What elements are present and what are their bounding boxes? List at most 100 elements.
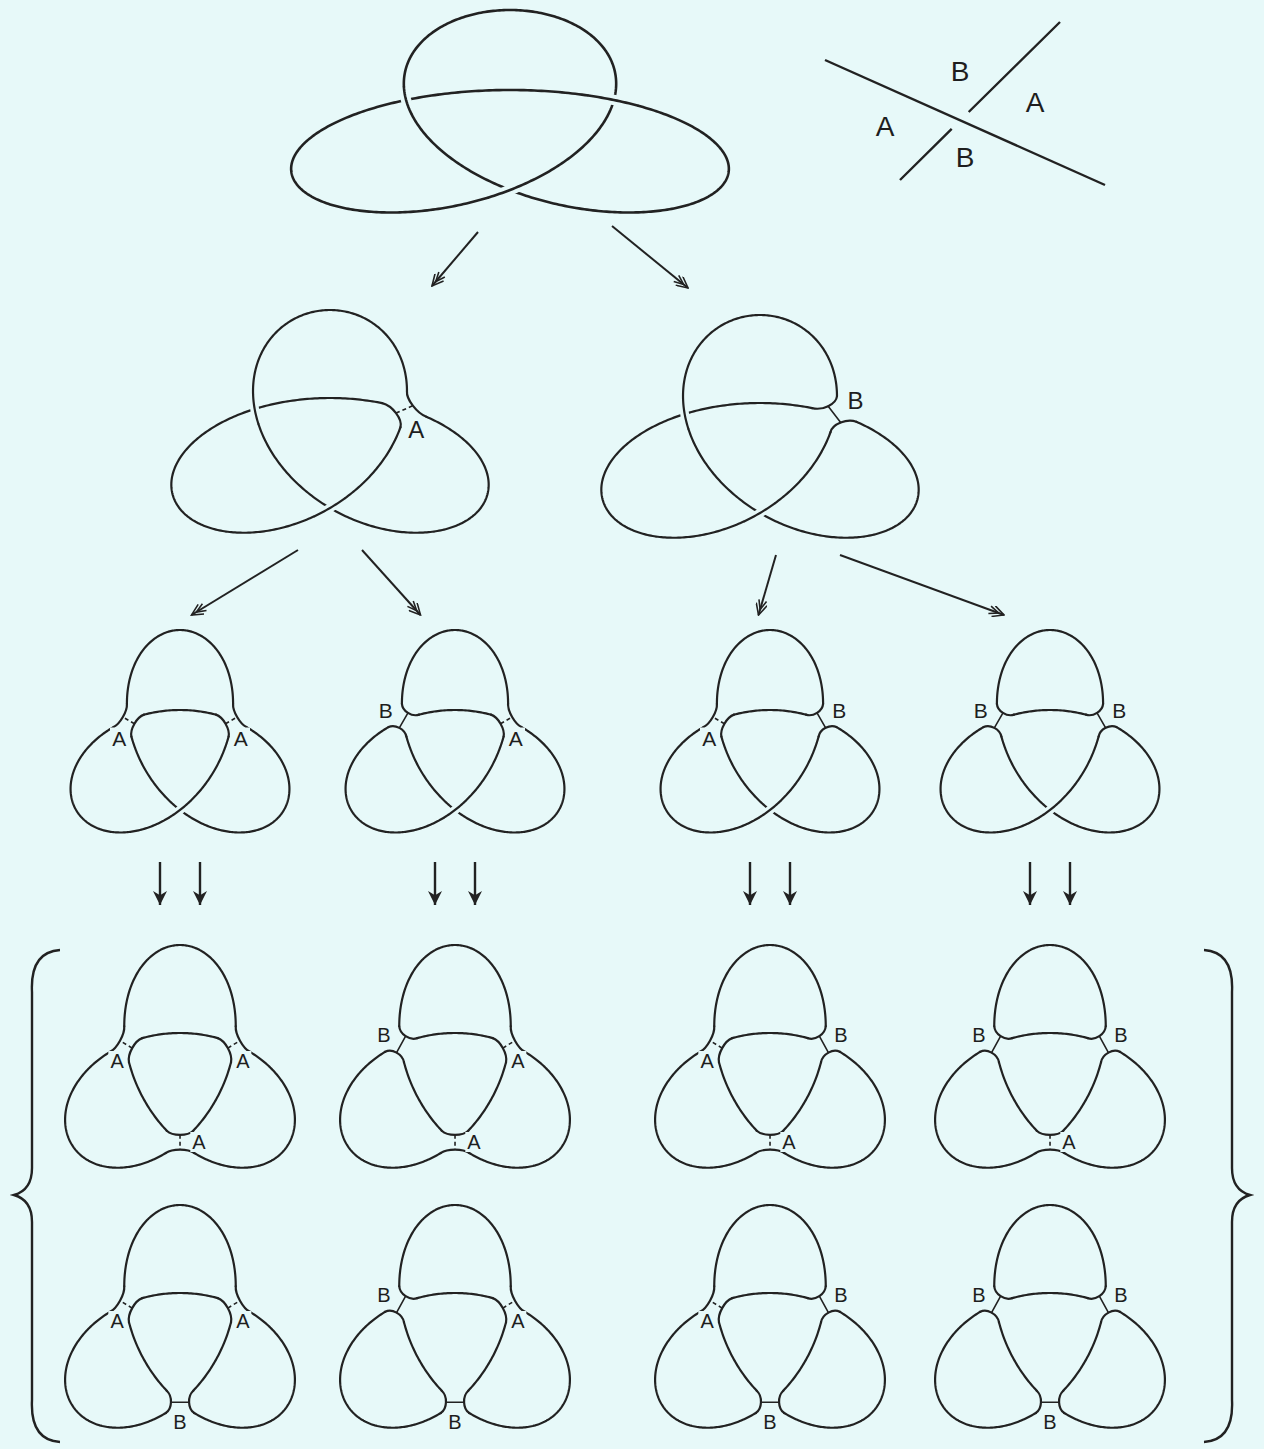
splice-marker [713,717,725,724]
smoothing-arc [511,1026,525,1052]
smoothing-arc [399,1026,417,1038]
crossing-gap [253,395,258,424]
state-diagram: BBA [930,935,1170,1175]
smoothing-arc [808,1286,826,1298]
smoothing-arc [980,1051,999,1062]
crossing-gap [315,498,345,516]
knot-strand [455,1033,493,1038]
smoothing-label: A [108,1051,125,1071]
knot-strand [1063,1062,1101,1131]
expansion-arrow [789,862,791,905]
knot-strand [469,1312,570,1428]
expansion-arrow [362,550,421,615]
smoothing-arc [110,1026,124,1052]
knot-strand [180,1033,218,1038]
splice-marker [120,1301,132,1308]
knot-strand [340,1312,441,1428]
knot-strand [721,727,879,832]
smoothing-arc [819,726,837,736]
smoothing-arc [511,1286,525,1312]
crossing-gap [745,503,775,521]
knot-strand [1063,1322,1101,1391]
smoothing-label: B [761,1412,778,1432]
over-strand [588,96,637,106]
knot-strand [404,1062,442,1131]
splice-marker [761,1401,779,1403]
smoothing-arc [821,1311,840,1322]
splice-marker [501,717,513,724]
smoothing-arc [1088,1286,1106,1298]
splice-marker [819,1036,828,1052]
knot-strand [1014,710,1050,715]
splice-marker [710,1041,722,1048]
smoothing-label: A [700,727,718,748]
knot-strand [65,1052,166,1168]
smoothing-label: A [110,727,128,748]
knot-strand [760,403,812,408]
crossing-gap [404,87,411,113]
smoothing-arc [719,1038,732,1062]
knot-strand [253,310,489,533]
knot-strand [194,1052,295,1168]
knot-strand [340,1052,441,1168]
expansion-arrow [840,555,1004,615]
crossing-gap [588,96,637,106]
smoothing-arc [236,1026,250,1052]
crossing-gap [489,181,531,197]
knot-strand [770,1033,808,1038]
over-strand [683,400,688,429]
knot-strand [1050,1033,1088,1038]
smoothing-arc [131,715,144,737]
crossing-gap [444,801,465,817]
splice-marker [226,717,238,724]
splice-marker [1041,1401,1059,1403]
over-strand [404,87,411,113]
knot-strand [402,630,508,704]
knot-state-figure [65,615,295,845]
smoothing-arc [236,1286,250,1312]
splice-marker [397,1296,406,1312]
knot-state-figure [60,935,300,1175]
smoothing-arc [218,1038,231,1062]
smoothing-label: B [377,700,395,721]
smoothing-arc [399,1286,417,1298]
smoothing-label: B [970,1285,987,1305]
knot-strand [469,1052,570,1168]
smoothing-arc [1037,1131,1064,1135]
state-diagram: A [170,290,490,550]
over-strand [315,498,345,516]
smoothing-arc [389,726,407,736]
smoothing-arc [385,1051,404,1062]
splice-marker [1099,1296,1108,1312]
smoothing-label: A [465,1132,482,1152]
knot-strand [399,1205,510,1286]
knot-state-figure [170,290,490,550]
smoothing-label: A [1060,1132,1077,1152]
knot-strand [997,630,1103,704]
smoothing-arc [984,726,1002,736]
knot-strand [719,1322,757,1391]
smoothing-arc [441,1391,446,1413]
smoothing-arc [166,1391,171,1413]
smoothing-arc [997,704,1014,715]
knot-strand [1012,1033,1050,1038]
knot-strand [129,1322,167,1391]
knot-strand [417,1293,455,1298]
knot-strand [714,1205,825,1286]
knot-strand [935,1312,1036,1428]
expansion-arrow [1069,862,1071,905]
knot-strand [655,1312,756,1428]
crossing-gap [683,400,688,429]
splice-marker [446,1401,464,1403]
knot-strand [1050,1293,1088,1298]
knot-strand [770,710,806,715]
smoothing-label: B [846,389,866,413]
smoothing-arc [508,704,521,727]
smoothing-arc [114,704,127,727]
knot-strand [124,945,235,1026]
over-strand [253,395,258,424]
smoothing-arc [491,715,504,737]
smoothing-arc [1086,704,1103,715]
smoothing-label: B [1112,1285,1129,1305]
